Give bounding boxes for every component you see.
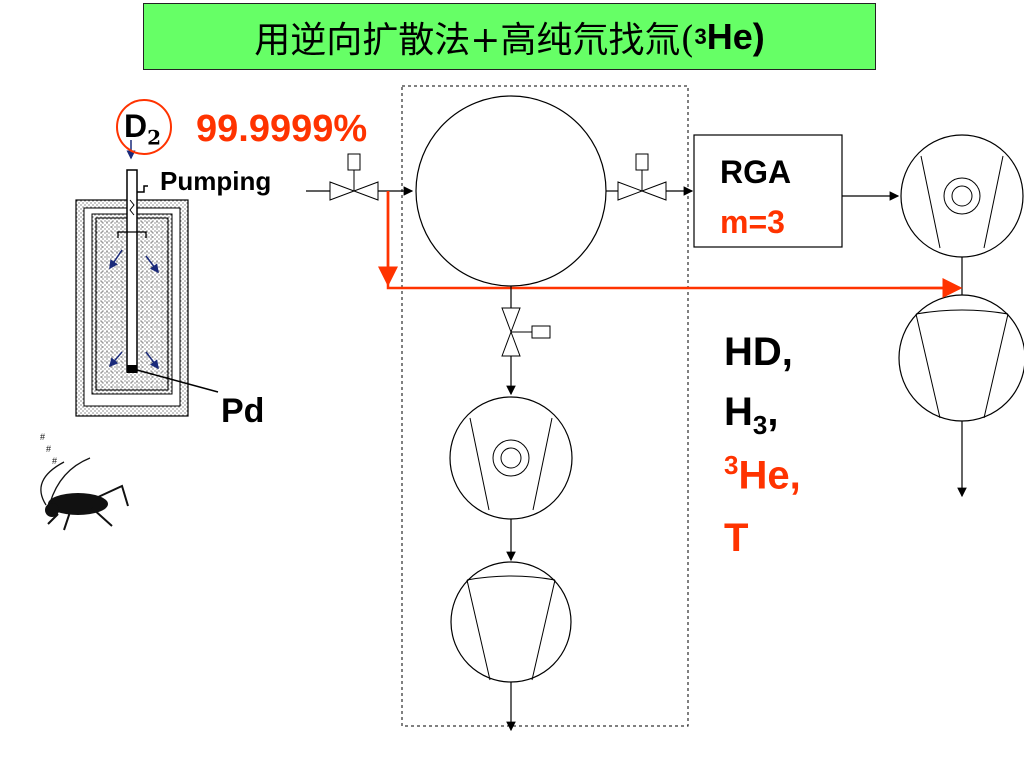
turbo-pump-right [900,134,1024,258]
svg-text:#: # [46,444,51,454]
dashed-enclosure [401,85,689,727]
title-tail: He) [706,15,765,57]
title-main: 用逆向扩散法+高纯氘找氚( [254,19,695,61]
cricket-icon: # # # [40,432,129,531]
turbo-pump-center [449,396,573,520]
species-he3: 3He, [724,450,801,498]
backing-pump-center [450,561,572,683]
pd-pointer-line [136,369,219,393]
purity-label: 99.9999% [196,108,368,150]
d2-label: D2 [124,108,162,150]
title-sup: 3 [694,23,707,49]
species-hd: HD, [724,330,793,374]
svg-text:#: # [52,456,57,466]
svg-text:#: # [40,432,45,442]
valve-rga[interactable] [617,153,667,201]
central-vessel [415,95,607,287]
pd-furnace [75,140,189,417]
species-h3: H3, [724,390,779,440]
valve-bottom[interactable] [501,307,551,357]
d2-highlight-circle [116,99,172,155]
valve-left[interactable] [329,153,379,201]
backing-pump-right [898,294,1024,422]
rga-label: RGA [720,154,792,190]
species-t: T [724,516,749,560]
rga-mass-label: m=3 [720,204,785,240]
pumping-label: Pumping [160,166,272,196]
pd-label: Pd [221,392,265,430]
rga-box [693,134,843,248]
